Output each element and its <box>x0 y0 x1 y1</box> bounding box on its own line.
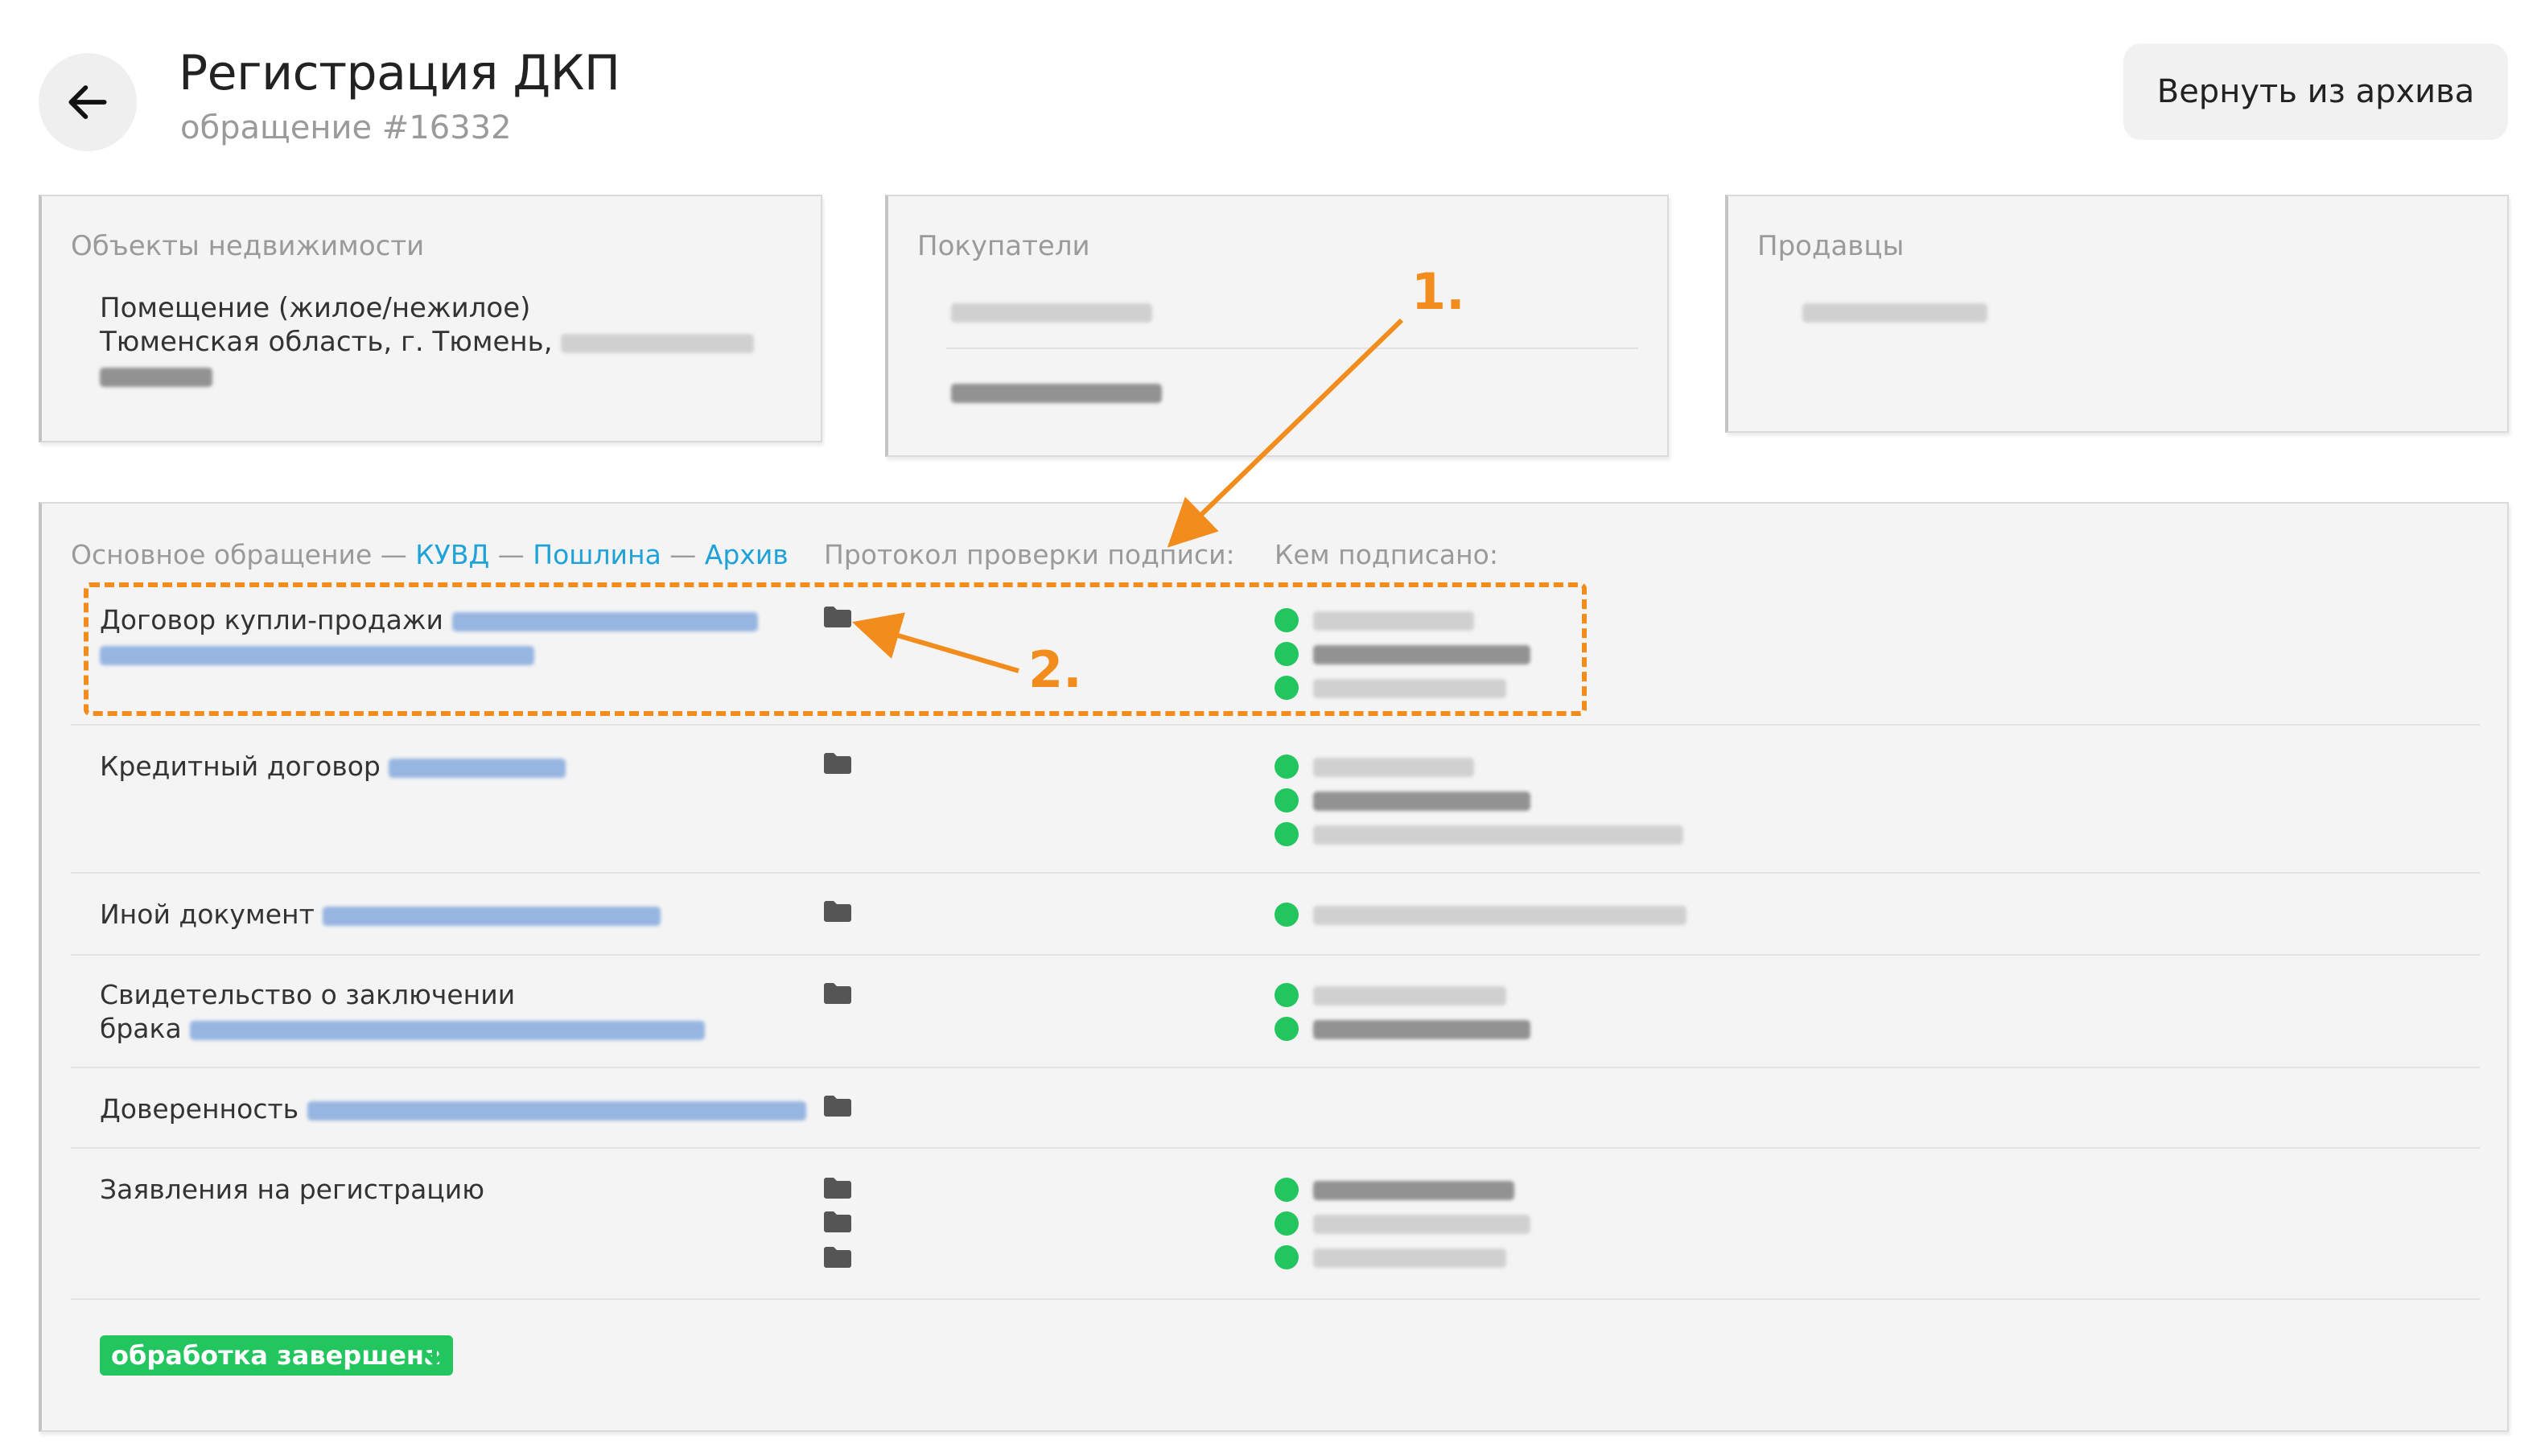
object-address: Тюменская область, г. Тюмень, <box>100 325 755 359</box>
link-archive[interactable]: Архив <box>704 539 789 570</box>
redacted-text <box>1313 679 1506 698</box>
buyer-2 <box>951 375 1162 409</box>
redacted-text <box>561 333 755 353</box>
redacted-text <box>1802 302 1987 323</box>
sellers-card: Продавцы <box>1725 195 2509 433</box>
redacted-text <box>1313 645 1530 664</box>
signed-indicator <box>1275 676 1299 700</box>
signed-indicator <box>1275 983 1299 1007</box>
status-badge: обработка завершена <box>100 1335 453 1376</box>
doc-row-marriage-certificate: Свидетельство о заключении брака <box>100 978 706 1046</box>
object-description: Помещение (жилое/нежилое) Тюменская обла… <box>100 291 755 393</box>
signed-indicator <box>1275 608 1299 632</box>
file-link[interactable] <box>307 1100 806 1121</box>
redacted-text <box>1313 1215 1530 1234</box>
file-link[interactable] <box>100 645 534 665</box>
signed-indicator <box>1275 1017 1299 1041</box>
annotation-number-2: 2. <box>1028 640 1082 699</box>
doc-row-other-document: Иной документ <box>100 898 661 932</box>
redacted-text <box>1313 1248 1506 1268</box>
folder-icon[interactable] <box>824 1096 851 1117</box>
signed-indicator <box>1275 1245 1299 1269</box>
restore-from-archive-button[interactable]: Вернуть из архива <box>2123 43 2508 140</box>
folder-icon[interactable] <box>824 1211 851 1232</box>
signed-indicator <box>1275 1211 1299 1236</box>
link-fee[interactable]: Пошлина <box>533 539 661 570</box>
redacted-text <box>951 383 1162 403</box>
row-separator <box>71 954 2480 956</box>
back-button[interactable] <box>39 53 137 151</box>
folder-icon[interactable] <box>824 753 851 774</box>
redacted-text <box>1313 825 1683 845</box>
column-header-signed-by: Кем подписано: <box>1275 539 1498 570</box>
signed-indicator <box>1275 1178 1299 1202</box>
folder-icon[interactable] <box>824 607 851 627</box>
seller-1 <box>1802 294 1987 328</box>
folder-icon[interactable] <box>824 983 851 1004</box>
doc-row-credit-contract: Кредитный договор <box>100 750 566 784</box>
row-separator <box>71 872 2480 874</box>
file-link[interactable] <box>451 611 758 631</box>
signed-indicator <box>1275 903 1299 927</box>
redacted-text <box>1313 792 1530 811</box>
documents-panel: Основное обращение — КУВД — Пошлина — Ар… <box>39 502 2509 1432</box>
redacted-text <box>1313 906 1686 925</box>
folder-icon[interactable] <box>824 1178 851 1199</box>
objects-card: Объекты недвижимости Помещение (жилое/не… <box>39 195 822 442</box>
signed-indicator <box>1275 642 1299 666</box>
objects-card-heading: Объекты недвижимости <box>71 230 425 262</box>
arrow-left-icon <box>68 85 107 119</box>
column-header-documents: Основное обращение — КУВД — Пошлина — Ар… <box>71 539 789 570</box>
redacted-text <box>1313 986 1506 1006</box>
row-separator <box>71 1298 2480 1300</box>
row-separator <box>71 1067 2480 1068</box>
doc-row-power-of-attorney: Доверенность <box>100 1092 806 1126</box>
row-separator <box>71 1147 2480 1149</box>
column-header-protocol: Протокол проверки подписи: <box>824 539 1235 570</box>
annotation-highlight-box <box>84 582 1587 716</box>
buyer-1 <box>951 294 1152 328</box>
buyers-card-heading: Покупатели <box>917 230 1090 262</box>
row-separator <box>71 724 2480 726</box>
link-kuvd[interactable]: КУВД <box>415 539 490 570</box>
folder-icon[interactable] <box>824 901 851 922</box>
sellers-card-heading: Продавцы <box>1757 230 1905 262</box>
redacted-text <box>100 367 212 387</box>
signed-indicator <box>1275 822 1299 846</box>
page-subtitle: обращение #16332 <box>180 109 512 146</box>
file-link[interactable] <box>323 906 661 926</box>
file-link[interactable] <box>389 758 566 778</box>
doc-row-registration-applications: Заявления на регистрацию <box>100 1174 484 1205</box>
file-link[interactable] <box>190 1020 706 1040</box>
signed-indicator <box>1275 788 1299 812</box>
download-icon[interactable] <box>418 1339 451 1377</box>
redacted-text <box>1313 1020 1530 1039</box>
redacted-text <box>1313 758 1474 777</box>
annotation-number-1: 1. <box>1411 262 1465 321</box>
signed-indicator <box>1275 755 1299 779</box>
object-type: Помещение (жилое/нежилое) <box>100 292 531 324</box>
redacted-text <box>1313 1181 1514 1200</box>
page-title: Регистрация ДКП <box>179 45 620 101</box>
doc-row-sale-contract: Договор купли-продажи <box>100 603 758 671</box>
redacted-text <box>951 302 1152 323</box>
redacted-text <box>1313 611 1474 631</box>
buyers-card: Покупатели <box>885 195 1669 457</box>
divider <box>946 348 1638 349</box>
folder-icon[interactable] <box>824 1247 851 1268</box>
object-address-cont <box>100 359 754 393</box>
